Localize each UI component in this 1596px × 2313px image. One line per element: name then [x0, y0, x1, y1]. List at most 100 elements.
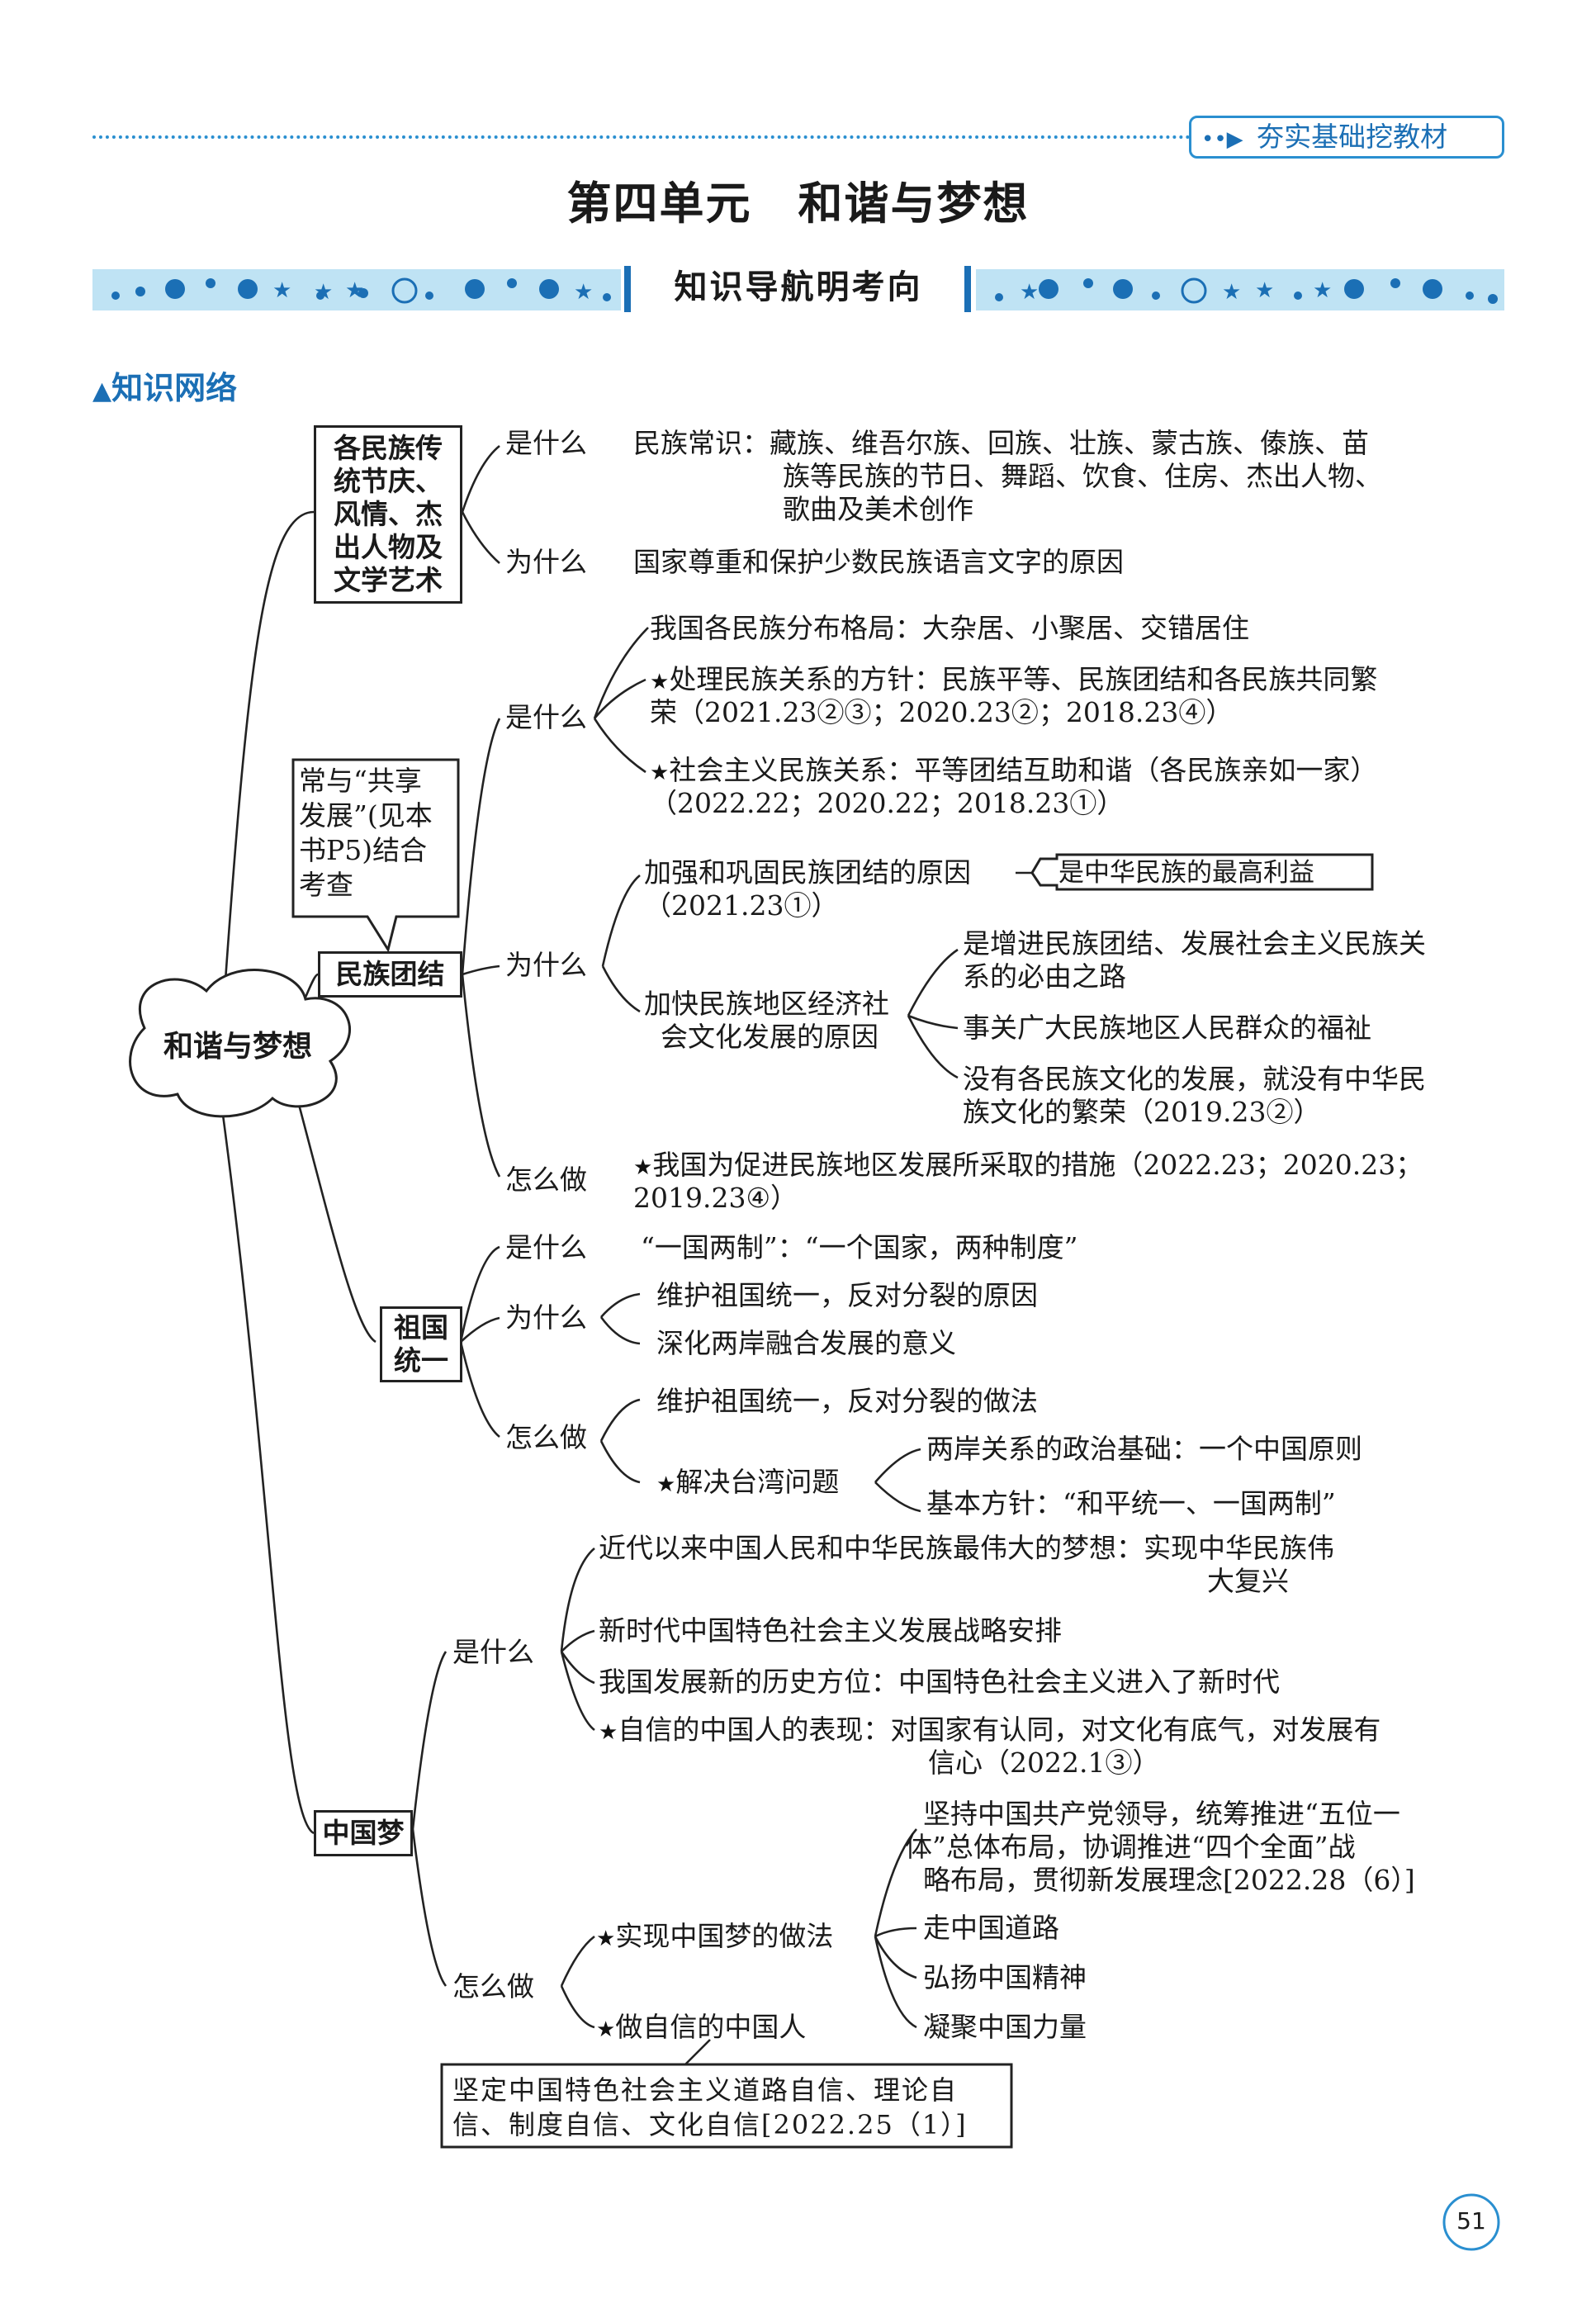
node-chinese-dream: 中国梦 [314, 1810, 413, 1856]
b2-why2-b: 事关广大民族地区人民群众的福祉 [963, 1011, 1371, 1045]
b2-how-line1: ★我国为促进民族地区发展所采取的措施（2022.23；2020.23； [633, 1148, 1423, 1185]
banner-right-band [976, 269, 1504, 310]
b4-what1-line1: 近代以来中国人民和中华民族最伟大的梦想：实现中华民族伟 [599, 1531, 1334, 1566]
section-heading-label: 知识网络 [111, 369, 237, 406]
n2-note-line: 常与“共享 [299, 764, 456, 799]
node-ethnic-culture-line: 各民族传 [334, 432, 443, 465]
b2-what2-line1: ★处理民族关系的方针：民族平等、民族团结和各民族共同繁 [650, 662, 1377, 699]
connector-n4-what-1 [561, 1548, 594, 1652]
unit-title: 第四单元 和谐与梦想 [0, 175, 1596, 233]
connector-n2-what [462, 718, 500, 974]
banner-left-band [92, 269, 621, 310]
b4-what4-line2: 信心（2022.1③） [928, 1746, 1159, 1780]
connector-root-n3 [297, 1098, 376, 1342]
b1-what-line2: 族等民族的节日、舞蹈、饮食、住房、杰出人物、 [783, 459, 1382, 494]
b2-why2-c-line1: 没有各民族文化的发展，就没有中华民 [963, 1062, 1426, 1097]
connector-n4-how-2 [561, 1986, 594, 2027]
triangle-icon: ▲ [92, 377, 111, 405]
b2-how-text: 我国为促进民族地区发展所采取的措施（2022.23；2020.23； [652, 1149, 1423, 1181]
header-tag-label: 夯实基础挖教材 [1257, 121, 1447, 153]
b3-how2-a: 两岸关系的政治基础：一个中国原则 [926, 1432, 1362, 1467]
connector-n4-what-3 [561, 1652, 594, 1683]
root-node: 和谐与梦想 [139, 1028, 337, 1066]
star-icon: ★ [656, 1472, 675, 1497]
b2-what2-text: 处理民族关系的方针：民族平等、民族团结和各民族共同繁 [669, 663, 1377, 695]
b3-why2: 深化两岸融合发展的意义 [656, 1326, 956, 1361]
star-icon: ★ [633, 1155, 652, 1180]
b1-why: 国家尊重和保护少数民族语言文字的原因 [633, 545, 1124, 580]
label-why: 为什么 [505, 948, 587, 983]
connector-n3-how2-a [875, 1449, 921, 1482]
page-number: 51 [1444, 2205, 1499, 2238]
connector-n4-how-1 [561, 1936, 594, 1986]
connector-n4-how1-c [875, 1936, 916, 1978]
b2-what3-text: 社会主义民族关系：平等团结互助和谐（各民族亲如一家） [669, 754, 1377, 786]
section-heading: ▲知识网络 [92, 369, 237, 410]
b2-why2-c-line2: 族文化的繁荣（2019.23②） [963, 1095, 1320, 1130]
connector-root-n4 [223, 1115, 314, 1833]
n2-note-line: 发展”(见本 [299, 799, 456, 833]
label-how: 怎么做 [505, 1420, 587, 1455]
node-ethnic-unity: 民族团结 [318, 951, 462, 998]
connector-n2-why-1 [603, 875, 640, 966]
label-why: 为什么 [505, 1301, 587, 1335]
b3-how2-b: 基本方针：“和平统一、一国两制” [926, 1486, 1336, 1521]
b3-why1: 维护祖国统一，反对分裂的原因 [656, 1278, 1038, 1313]
node-reunification-line: 统一 [394, 1344, 448, 1377]
b4-how1-d: 凝聚中国力量 [923, 2010, 1087, 2045]
connector-n4-how1-d [875, 1936, 916, 2027]
connector-n4-what [413, 1652, 446, 1829]
b4-how2-text: 做自信的中国人 [615, 2011, 806, 2043]
connector-n2-why2-a [908, 950, 958, 1016]
connector-n3-how-2 [601, 1441, 640, 1482]
b2-why2-line1: 加快民族地区经济社 [644, 987, 889, 1021]
label-how: 怎么做 [505, 1163, 587, 1197]
connector-n4-how [413, 1829, 446, 1986]
b4-note-line2: 信、制度自信、文化自信[2022.25（1）] [452, 2107, 1006, 2142]
b4-how1-a-line1: 坚持中国共产党领导，统筹推进“五位一 [923, 1797, 1400, 1832]
node-chinese-dream-label: 中国梦 [323, 1817, 405, 1850]
b3-how2: ★解决台湾问题 [656, 1465, 839, 1502]
node-ethnic-unity-label: 民族团结 [336, 958, 445, 991]
n2-note-line: 考查 [299, 868, 456, 903]
b2-why2-a-line1: 是增进民族团结、发展社会主义民族关 [963, 927, 1426, 961]
connector-n3-how2-b [875, 1482, 921, 1511]
connector-n3-how-1 [601, 1400, 640, 1441]
b4-how1-b: 走中国道路 [923, 1911, 1059, 1946]
connector-n2-what-2 [594, 680, 646, 718]
connector-n2-how [462, 974, 500, 1177]
header-arrow-icon: ••▶ [1201, 127, 1243, 152]
star-icon: ★ [650, 761, 669, 785]
banner-title: 知识导航明考向 [636, 263, 961, 312]
b4-note-box: 坚定中国特色社会主义道路自信、理论自 信、制度自信、文化自信[2022.25（1… [452, 2073, 1006, 2142]
b4-how1-a-line3: 略布局，贯彻新发展理念[2022.28（6）] [923, 1863, 1415, 1898]
b2-why1-line1: 加强和巩固民族团结的原因 [644, 856, 971, 890]
connector-n3-why-1 [601, 1294, 640, 1317]
connector-n3-how [461, 1342, 500, 1437]
label-why: 为什么 [505, 545, 587, 580]
b3-how1: 维护祖国统一，反对分裂的做法 [656, 1384, 1038, 1419]
node-ethnic-culture-line: 统节庆、 [334, 465, 443, 498]
label-what: 是什么 [505, 1230, 587, 1265]
header-section-tag: ••▶ 夯实基础挖教材 [1189, 116, 1504, 159]
b2-what2-line2: 荣（2021.23②③；2020.23②；2018.23④） [650, 695, 1233, 730]
node-ethnic-culture-line: 文学艺术 [334, 564, 443, 597]
b4-how2: ★做自信的中国人 [596, 2010, 806, 2047]
b4-what1-line2: 大复兴 [1207, 1564, 1289, 1599]
b2-what3-line2: （2022.22；2020.22；2018.23①） [650, 786, 1124, 821]
b4-what4-line1: ★自信的中国人的表现：对国家有认同，对文化有底气，对发展有 [599, 1713, 1381, 1750]
b4-how1-a-line2: 体”总体布局，协调推进“四个全面”战 [905, 1830, 1356, 1865]
connector-n3-why [461, 1318, 500, 1342]
label-how: 怎么做 [452, 1969, 534, 2004]
b2-why1-line2: （2021.23①） [644, 889, 838, 923]
star-icon: ★ [599, 1720, 618, 1745]
b3-how2-text: 解决台湾问题 [675, 1466, 839, 1498]
node-ethnic-culture-line: 出人物及 [334, 531, 443, 564]
node-ethnic-culture-line: 风情、杰 [334, 498, 443, 531]
connector-n2-why-2 [603, 966, 640, 1012]
connector-n4-what-4 [561, 1652, 594, 1730]
connector-n1-why [462, 512, 500, 563]
connector-n2-what-3 [594, 718, 646, 772]
n2-note: 常与“共享 发展”(见本 书P5)结合 考查 [299, 764, 456, 903]
node-reunification-line: 祖国 [394, 1311, 448, 1344]
